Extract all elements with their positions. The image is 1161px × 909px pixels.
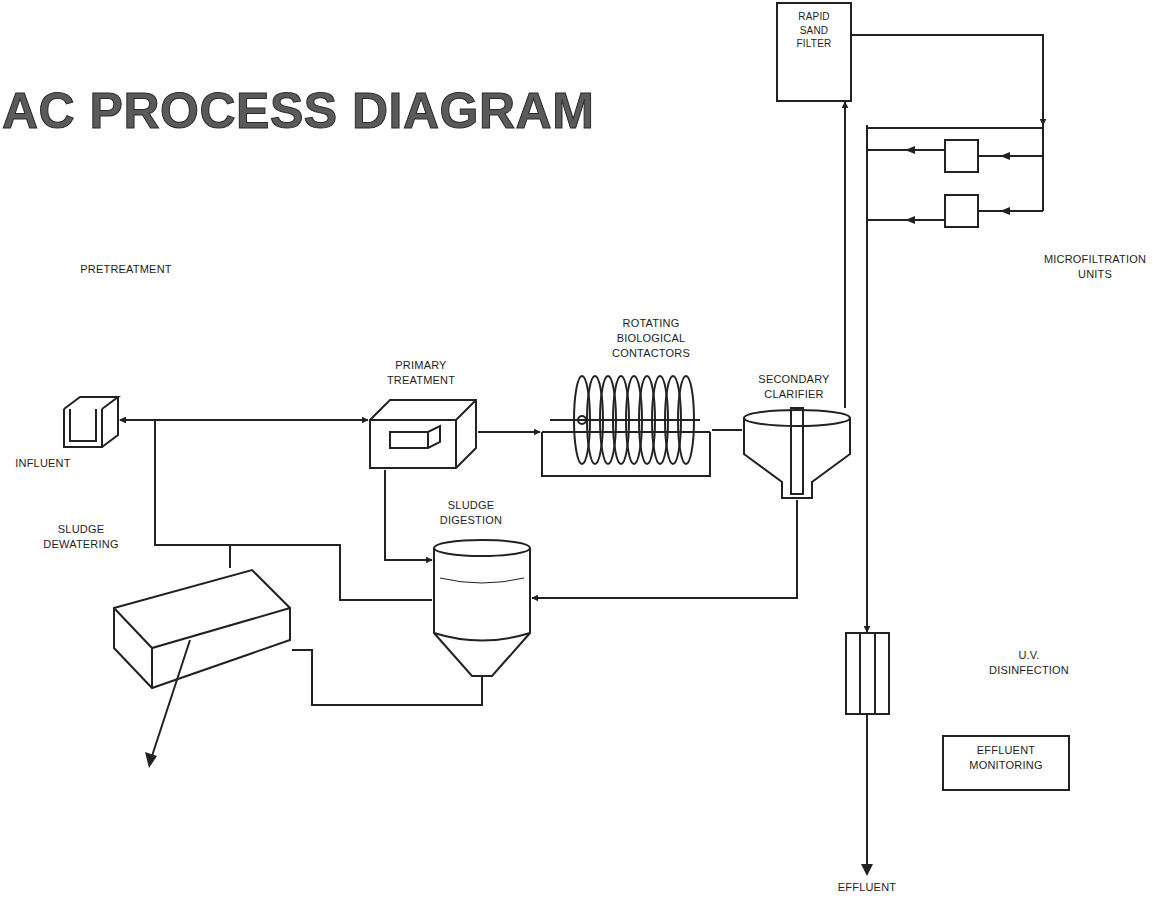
process-unit: MICROFILTRATION UNITS [860,125,1046,240]
box-outline [777,3,851,101]
clarifier-rim [744,410,850,426]
pipe-connector [120,420,230,568]
uv-channel [846,633,889,714]
unit-shape [742,408,852,500]
flow-arrowhead [905,216,915,224]
channel-outline [64,397,118,447]
pipe-connector [866,240,868,632]
process-unit: RAPID SAND FILTER [776,2,852,102]
unit-label: EFFLUENT MONITORING [951,735,1061,773]
unit-shape [860,125,1046,240]
process-unit: SLUDGE DEWATERING [112,568,292,690]
unit-label: INFLUENT [2,456,84,471]
box-outline [943,736,1069,790]
unit-label: MICROFILTRATION UNITS [1033,252,1157,282]
unit-shape [432,538,532,690]
unit-shape [112,568,292,690]
process-unit: SLUDGE DIGESTION [432,538,532,690]
stage-label: PRETREATMENT [71,262,181,277]
effluent-arrowhead [861,864,873,876]
process-unit: U.V. DISINFECTION [845,632,890,715]
clarifier-column [791,408,803,494]
tank-weir [390,426,440,448]
unit-shape [62,395,120,450]
process-unit: ROTATING BIOLOGICAL CONTACTORS [540,372,712,478]
rbc-shaft [550,419,700,421]
microfiltration-unit [945,140,978,172]
unit-label: SLUDGE DEWATERING [34,522,128,552]
flow-arrowhead [905,146,915,154]
unit-label: SECONDARY CLARIFIER [753,372,835,402]
process-unit: EFFLUENT MONITORING [942,735,1070,791]
rbc-hub [578,416,586,424]
pipe-connector [292,650,482,705]
pipe-connector [385,470,432,560]
unit-shape [368,398,478,470]
pipe-connector [120,419,368,421]
unit-label: SLUDGE DIGESTION [427,498,515,528]
tank-outline [370,400,476,468]
unit-label: ROTATING BIOLOGICAL CONTACTORS [602,316,700,361]
pipe-connector [712,429,742,431]
process-unit: SECONDARY CLARIFIER [742,408,852,500]
flow-arrowhead [1000,207,1010,215]
clarifier-bowl [744,418,850,498]
cake-discharge-arrowhead [145,752,157,768]
unit-label: PRIMARY TREATMENT [377,358,465,388]
process-unit: INFLUENT [62,395,120,450]
stage-label: EFFLUENT [827,880,907,895]
effluent-pipe [866,715,868,866]
pipe-connector [532,500,797,598]
pipe-connector [844,102,846,408]
diagram-title: AC PROCESS DIAGRAM [2,82,594,140]
digester-tank [434,548,530,690]
digester-liquid [440,578,524,583]
unit-label: U.V. DISINFECTION [978,648,1080,678]
uv-lamps [860,633,875,714]
pipe-connector [478,431,540,433]
process-unit: PRIMARY TREATMENT [368,398,478,470]
unit-label: RAPID SAND FILTER [790,2,838,51]
microfiltration-unit [945,195,978,227]
drying-bed [114,570,290,688]
cake-discharge-line [152,640,190,756]
unit-shape [845,632,890,715]
flow-arrowhead [1000,152,1010,160]
digester-rim [434,540,530,556]
microfiltration-piping [867,125,1043,240]
pipe-connector [852,35,1043,125]
pipe-connector [120,420,432,600]
unit-shape [540,372,712,478]
